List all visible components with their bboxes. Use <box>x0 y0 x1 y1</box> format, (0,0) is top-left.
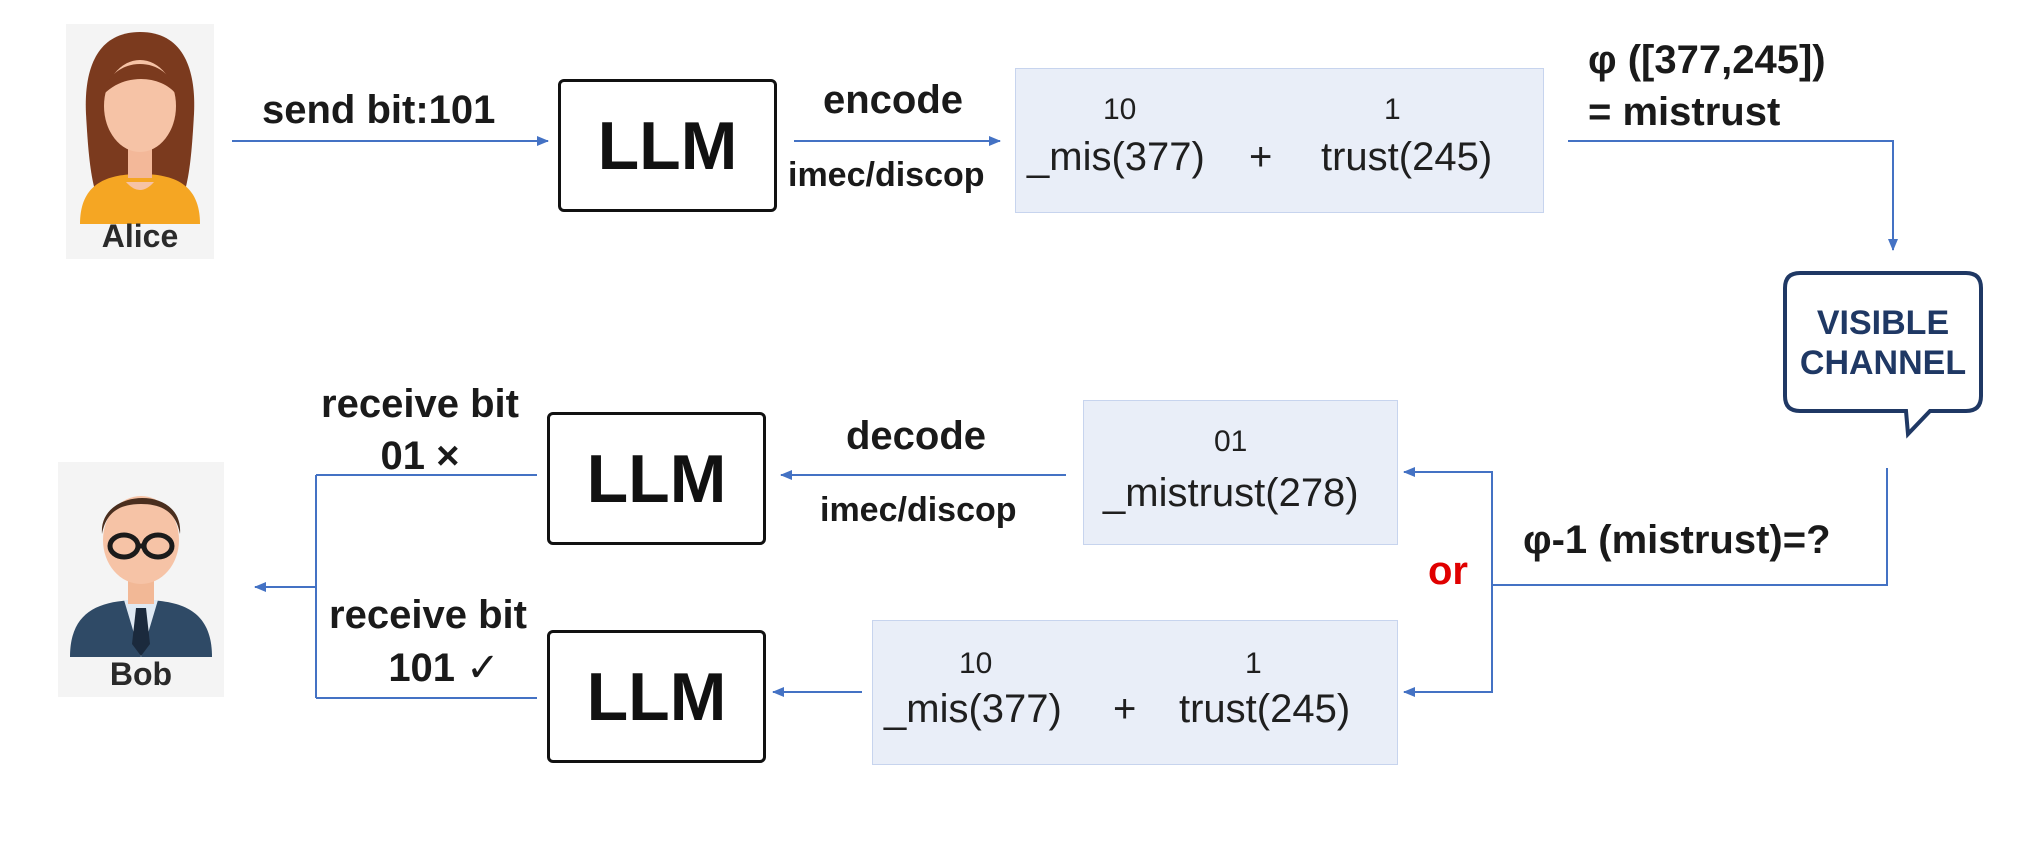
token-text: _mis(377) <box>884 687 1062 731</box>
token-plus: + <box>1113 687 1137 731</box>
phi-mapping-line2: = mistrust <box>1588 90 1781 134</box>
receive-bit-fail-line2: 01 × <box>380 434 460 478</box>
token-text: trust(245) <box>1321 135 1493 179</box>
channel-line2: CHANNEL <box>1800 344 1966 382</box>
channel-line1: VISIBLE <box>1817 304 1949 342</box>
arrow-split-to-mis-trust <box>1403 585 1493 697</box>
llm-encoder-box: LLM <box>558 79 777 212</box>
llm-decoder-success-box: LLM <box>547 630 766 763</box>
token-text: _mistrust(278) <box>1103 471 1359 515</box>
llm-decoder-fail-box: LLM <box>547 412 766 545</box>
visible-channel-bubble: VISIBLE CHANNEL <box>1783 271 1983 439</box>
man-icon <box>70 496 212 657</box>
line-channel-to-split <box>1492 468 1888 586</box>
arrow-tokens-to-channel <box>1568 140 1898 251</box>
token-bits: 1 <box>1245 647 1262 680</box>
decoded-tokens-box: 10 _mis(377) + 1 trust(245) <box>872 620 1398 765</box>
or-label: or <box>1428 549 1468 593</box>
token-text: _mis(377) <box>1027 135 1205 179</box>
send-bit-label: send bit:101 <box>262 88 496 132</box>
phi-inverse-label: φ-1 (mistrust)=? <box>1523 518 1831 562</box>
encoded-tokens-box: 10 _mis(377) + 1 trust(245) <box>1015 68 1544 213</box>
arrow-split-to-mistrust <box>1403 467 1493 585</box>
decode-method-label: imec/discop <box>820 491 1017 529</box>
llm-encoder-label: LLM <box>597 107 738 184</box>
alice-avatar: Alice <box>66 24 214 259</box>
alice-name: Alice <box>101 218 179 254</box>
bob-avatar: Bob <box>58 462 224 697</box>
receive-bit-success-line1: receive bit <box>329 593 527 637</box>
phi-mapping-line1: φ ([377,245]) <box>1588 38 1826 82</box>
llm-decoder-fail-label: LLM <box>586 440 727 517</box>
encode-label: encode <box>823 78 964 122</box>
receive-bit-fail-line1: receive bit <box>321 382 519 426</box>
decode-label: decode <box>846 414 987 458</box>
llm-decoder-success-label: LLM <box>586 658 727 735</box>
token-plus: + <box>1249 135 1273 179</box>
encode-method-label: imec/discop <box>788 156 985 194</box>
receive-bit-success-line2: 101 ✓ <box>388 646 500 690</box>
token-bits: 01 <box>1214 425 1248 458</box>
token-bits: 10 <box>959 647 993 680</box>
bob-name: Bob <box>109 656 173 692</box>
woman-icon <box>80 32 200 224</box>
token-bits: 1 <box>1384 93 1401 126</box>
token-text: trust(245) <box>1179 687 1351 731</box>
mistrust-token-box: 01 _mistrust(278) <box>1083 400 1398 545</box>
token-bits: 10 <box>1103 93 1137 126</box>
